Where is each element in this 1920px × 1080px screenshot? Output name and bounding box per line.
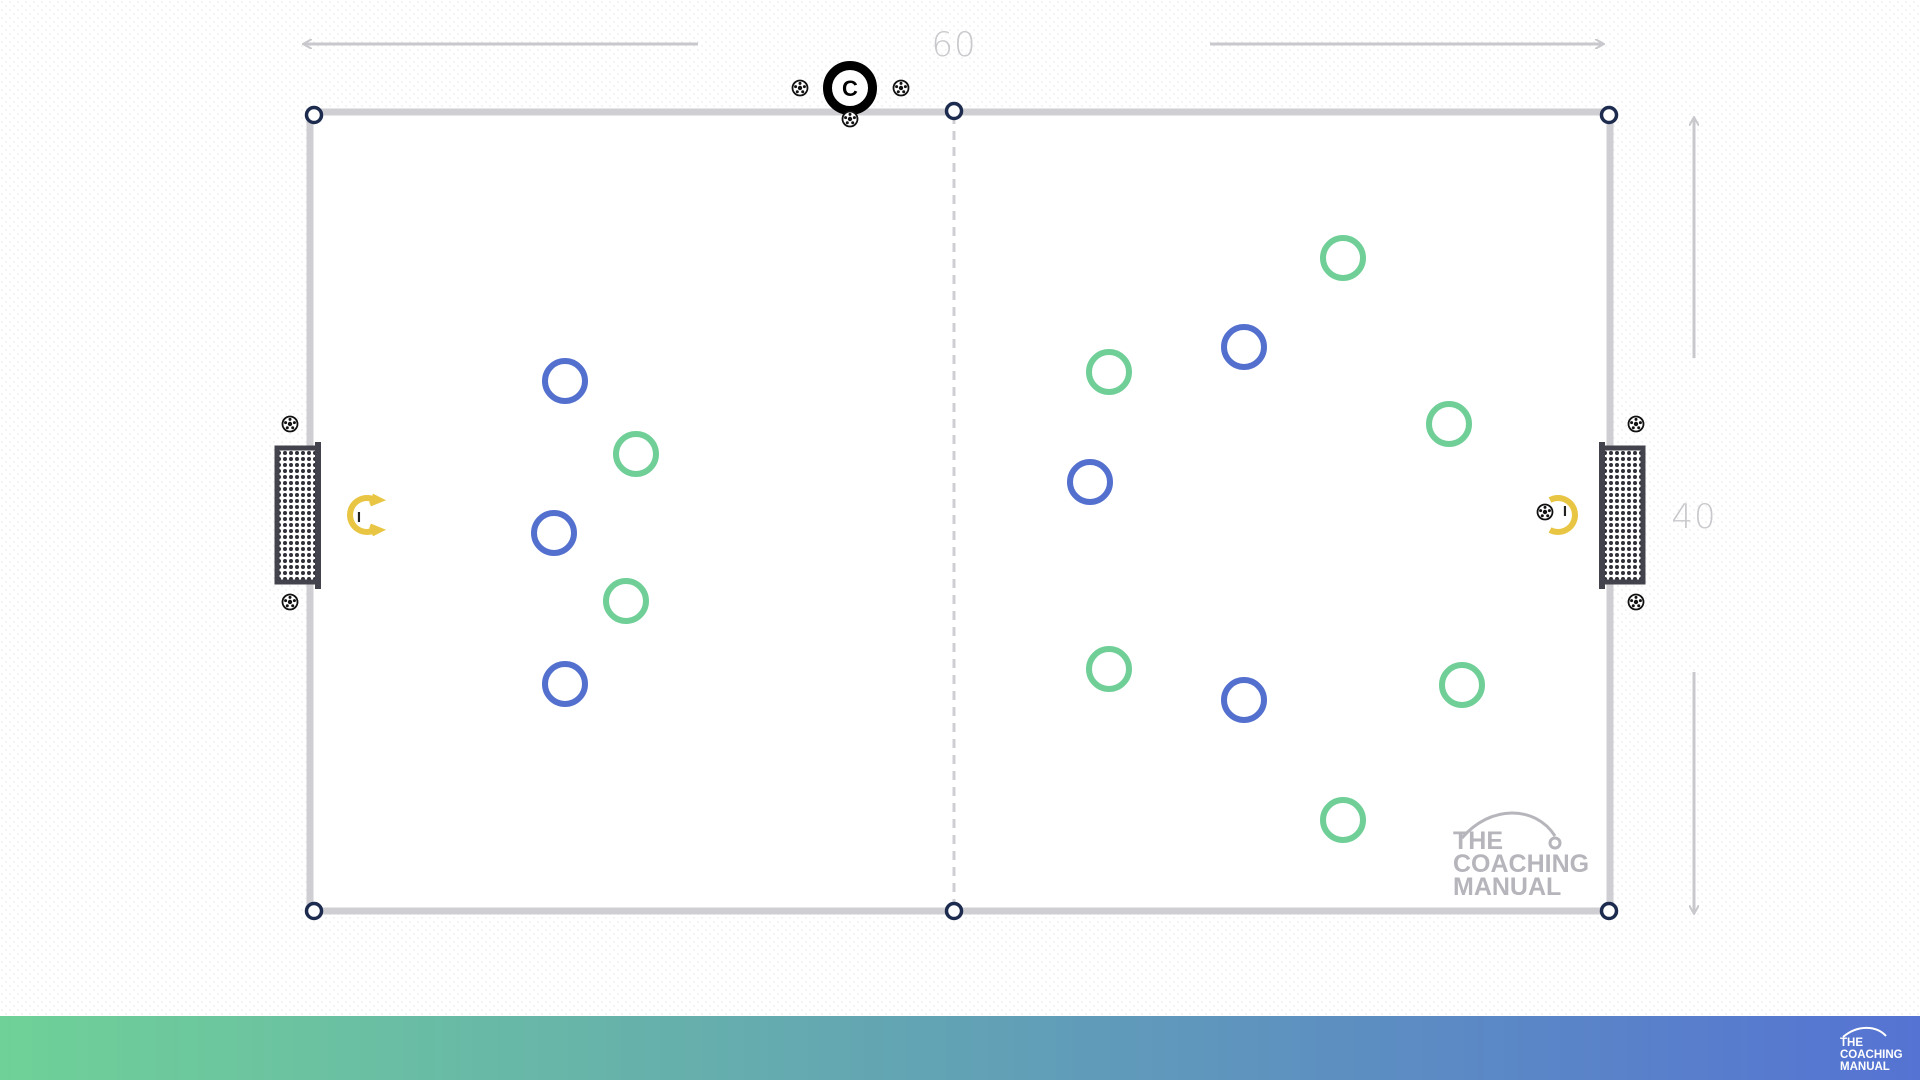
footer-logo-swoosh [1842,1026,1887,1038]
player-blue [542,661,588,707]
player-blue [1221,677,1267,723]
football-icon [1536,503,1554,521]
football-icon [892,79,910,97]
player-green [1439,662,1485,708]
length-label: 60 [931,25,976,65]
player-green [1086,646,1132,692]
football-icon [1627,593,1645,611]
player-blue [1067,459,1113,505]
cone-icon [1599,105,1619,125]
watermark-logo-line-3: MANUAL [1453,873,1561,901]
coach-label: C [842,76,858,101]
player-blue [542,358,588,404]
player-green [603,578,649,624]
footer-logo-line-1: THE [1840,1037,1863,1049]
player-green [1426,401,1472,447]
player-green [613,431,659,477]
cone-icon [1599,901,1619,921]
footer-logo-line-2: COACHING [1840,1049,1903,1061]
cone-icon [944,901,964,921]
football-icon [841,110,859,128]
watermark-logo-line-1: THE [1453,827,1503,855]
pitch-surface [310,112,1610,911]
logo-swoosh [1460,811,1557,839]
footer-logo-line-3: MANUAL [1840,1061,1890,1073]
footer-band [0,1016,1920,1080]
goalkeeper-right: I [1548,495,1578,535]
football-icon [791,79,809,97]
football-icon [1627,415,1645,433]
goalkeeper-right-label: I [1563,503,1567,520]
cone-icon [944,101,964,121]
football-icon [281,593,299,611]
logo-ball [1548,836,1562,850]
goalkeeper-left: I [347,493,387,537]
watermark-logo: THE COACHING MANUAL [1453,811,1589,901]
player-green [1320,797,1366,843]
player-green [1320,235,1366,281]
coach-icon: C [823,61,877,115]
watermark-logo-line-2: COACHING [1453,850,1589,878]
width-label: 40 [1671,497,1716,537]
goal-icon [1599,442,1646,589]
cone-icon [304,105,324,125]
player-blue [1221,324,1267,370]
player-green [1086,349,1132,395]
goal-icon [274,442,321,589]
football-icon [281,415,299,433]
footer-logo: THE COACHING MANUAL [1840,1026,1903,1073]
goalkeeper-left-label: I [357,509,361,526]
cone-icon [304,901,324,921]
player-blue [531,510,577,556]
